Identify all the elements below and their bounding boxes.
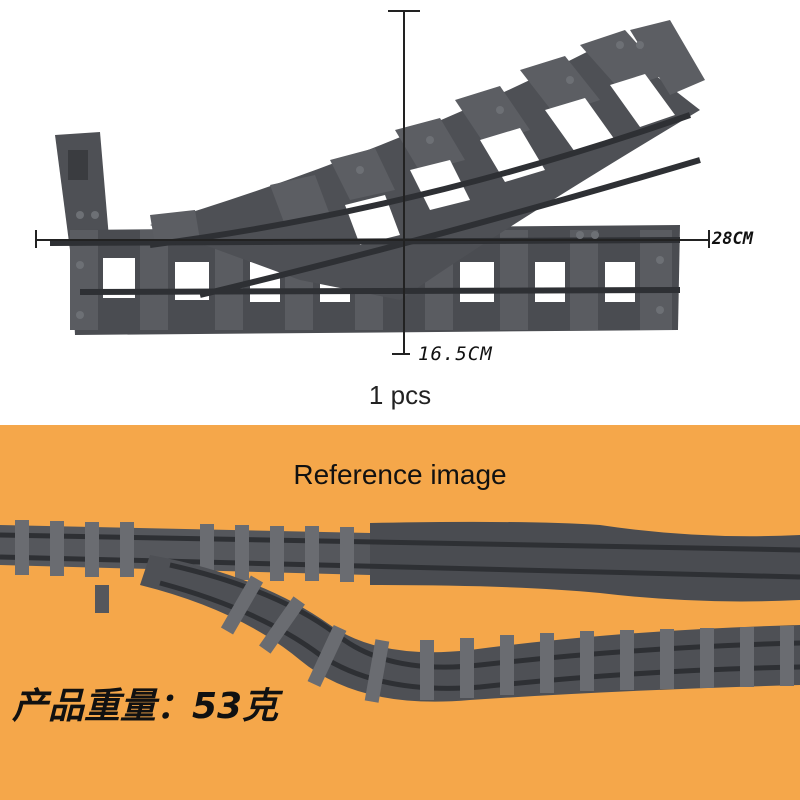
product-weight-label: 产品重量：53克	[12, 686, 279, 727]
rails	[49, 112, 701, 298]
product-photo-panel: 28CM 16.5CM 1 pcs	[35, 10, 753, 410]
width-label: 28CM	[712, 229, 753, 249]
switch-lever	[95, 585, 109, 613]
quantity-label: 1 pcs	[368, 380, 432, 410]
height-dimension-line	[403, 10, 405, 355]
width-dimension-cap-left	[35, 230, 37, 248]
switch-track-illustration	[49, 20, 705, 335]
upper-sleepers	[15, 520, 354, 582]
studs	[76, 41, 664, 319]
width-dimension-cap-right	[708, 230, 710, 248]
reference-image-panel: Reference image 产品重量：53克	[0, 425, 800, 800]
height-dimension-cap-bottom	[392, 353, 410, 355]
reference-track-layout	[0, 520, 800, 703]
height-label: 16.5CM	[418, 343, 493, 365]
reference-image-title: Reference image	[293, 459, 507, 490]
lower-sleepers	[220, 575, 794, 703]
curved-gaps	[345, 74, 675, 245]
height-dimension-cap-top	[388, 10, 420, 12]
width-dimension-line	[35, 239, 710, 241]
switch-lever	[68, 150, 88, 180]
